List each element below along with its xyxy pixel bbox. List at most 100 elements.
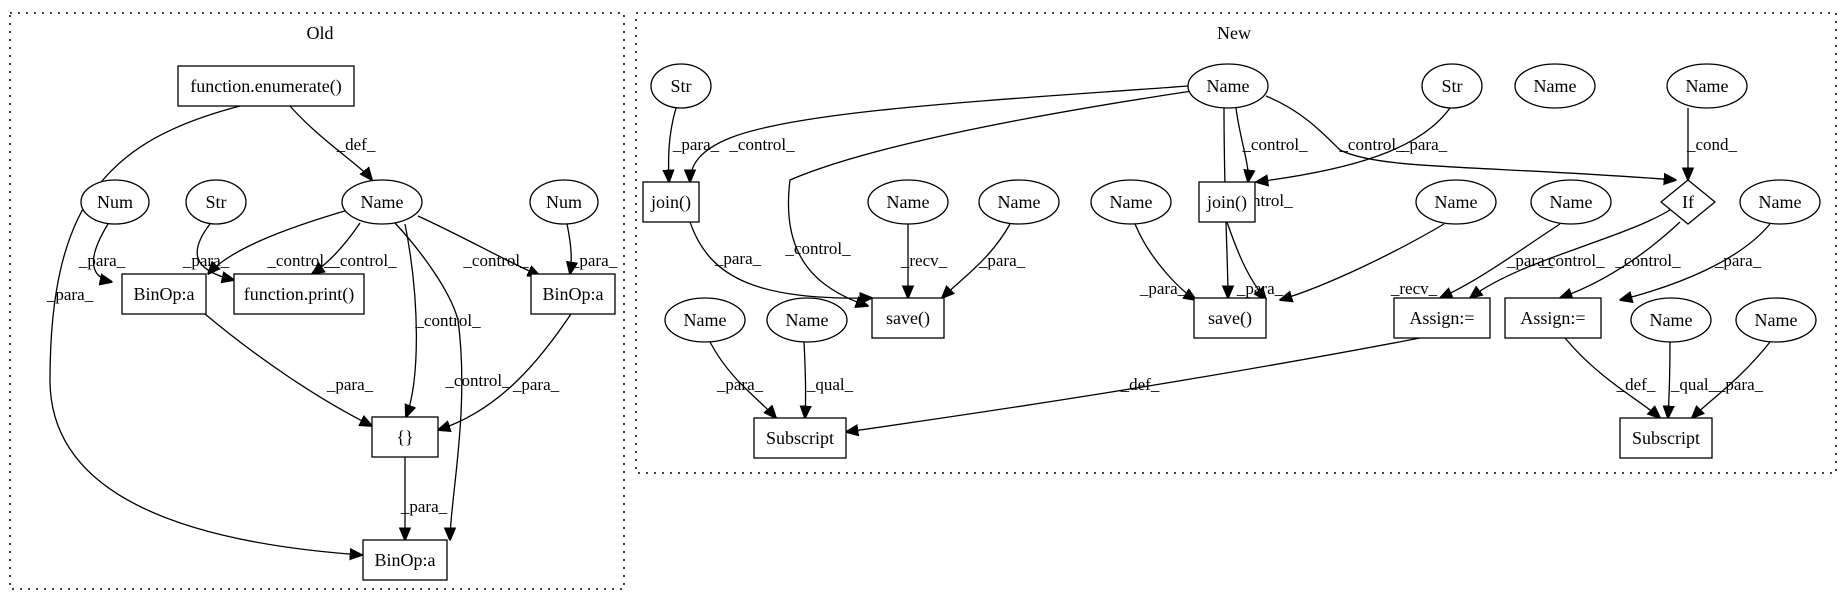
node-o-binop2: BinOp:a (530, 273, 616, 315)
node-box (1198, 181, 1256, 223)
node-ellipse (978, 179, 1060, 225)
edge-line (709, 341, 776, 418)
edge: _para_ (400, 457, 448, 540)
node-box (233, 273, 365, 315)
node-n-assign2: Assign:= (1504, 297, 1602, 339)
node-ellipse (1187, 63, 1269, 109)
edge: _control_ (1235, 107, 1308, 182)
edge-label: _control_ (1241, 135, 1308, 154)
edge: _para_ (1226, 221, 1284, 300)
edge: _para_ (1134, 223, 1196, 300)
edge-line (1134, 223, 1196, 300)
node-label: Str (205, 192, 226, 212)
node-label: Name (887, 192, 930, 212)
cluster-title: Old (307, 23, 334, 43)
node-n-join2: join() (1198, 181, 1256, 223)
node-label: Name (1686, 76, 1729, 96)
node-o-print: function.print() (233, 273, 365, 315)
edge: _qual_ (804, 341, 854, 418)
edge-label: _recv_ (1390, 279, 1438, 298)
node-n-name-sub2q: Name (1630, 297, 1712, 343)
edge-line (1692, 341, 1771, 418)
node-o-dict: {} (371, 416, 439, 458)
edge-line (438, 313, 572, 430)
node-ellipse (341, 179, 423, 225)
edge: _para_ (204, 313, 374, 426)
node-o-num2: Num (529, 179, 599, 225)
edge-line (208, 209, 349, 274)
node-box (362, 539, 448, 581)
cluster-border (635, 12, 1837, 474)
node-n-name-iso: Name (1514, 63, 1596, 109)
edge-label: _para_ (672, 135, 720, 154)
node-box (177, 65, 355, 107)
edge: _control_ (417, 215, 540, 276)
edge-line (404, 223, 418, 417)
edge-line (1620, 223, 1771, 300)
node-ellipse (766, 297, 848, 343)
node-n-assign1: Assign:= (1393, 297, 1491, 339)
node-label: Name (998, 192, 1041, 212)
node-n-name-assign2: Name (1739, 179, 1821, 225)
edge-line (669, 107, 677, 182)
edge-label: _para_ (512, 375, 560, 394)
edge-label: _control_ (462, 251, 529, 270)
node-label: BinOp:a (543, 284, 604, 304)
node-ellipse (867, 179, 949, 225)
edge-line (1560, 221, 1681, 298)
edge-line (92, 223, 112, 282)
edge: _control_ (312, 222, 397, 274)
node-n-name-sub1p: Name (664, 297, 746, 343)
node-n-name-sub2p: Name (1735, 297, 1817, 343)
edge: _control_ (1265, 95, 1676, 180)
edge-label: _para_ (400, 497, 448, 516)
edge-line (204, 313, 372, 426)
node-n-join1: join() (642, 181, 700, 223)
edge-line (846, 337, 1421, 432)
node-n-name-sub1q: Name (766, 297, 848, 343)
node-ellipse (1630, 297, 1712, 343)
edge-line (804, 341, 806, 418)
node-ellipse (1735, 297, 1817, 343)
node-ellipse (529, 179, 599, 225)
node-n-name-top: Name (1187, 63, 1269, 109)
node-box (121, 273, 207, 315)
edge: _control_ (1470, 209, 1671, 298)
edge-label: _para_ (182, 251, 230, 270)
edge-label: _para_ (78, 251, 126, 270)
edge-label: _para_ (1714, 251, 1762, 270)
node-o-binop3: BinOp:a (362, 539, 448, 581)
node-o-name: Name (341, 179, 423, 225)
node-ellipse (1514, 63, 1596, 109)
node-label: function.enumerate() (190, 76, 341, 97)
node-box (642, 181, 700, 223)
edge-label: _cond_ (1686, 135, 1738, 154)
edge: _recv_ (900, 223, 948, 298)
node-ellipse (1530, 179, 1612, 225)
edge: _def_ (846, 337, 1421, 432)
edge: _cond_ (1686, 107, 1738, 180)
node-label: Str (1441, 76, 1462, 96)
edge-line (567, 223, 571, 274)
edge-label: _control_ (1338, 135, 1405, 154)
edge-line (196, 223, 234, 280)
edge: _para_ (942, 223, 1026, 298)
edge-line (1224, 107, 1228, 298)
node-n-name-recv1: Name (867, 179, 949, 225)
edge-line (312, 222, 361, 274)
node-o-binop1: BinOp:a (121, 273, 207, 315)
node-label: BinOp:a (375, 550, 436, 570)
edge: _para_ (709, 341, 776, 418)
node-box (371, 416, 439, 458)
node-label: Assign:= (1520, 308, 1585, 328)
node-label: save() (1208, 308, 1252, 329)
node-ellipse (80, 179, 150, 225)
node-ellipse (1090, 179, 1172, 225)
edge-line (1470, 209, 1671, 298)
edge: _control_ (784, 90, 1193, 306)
node-box (1504, 297, 1602, 339)
edge-label: _control_ (784, 239, 851, 258)
